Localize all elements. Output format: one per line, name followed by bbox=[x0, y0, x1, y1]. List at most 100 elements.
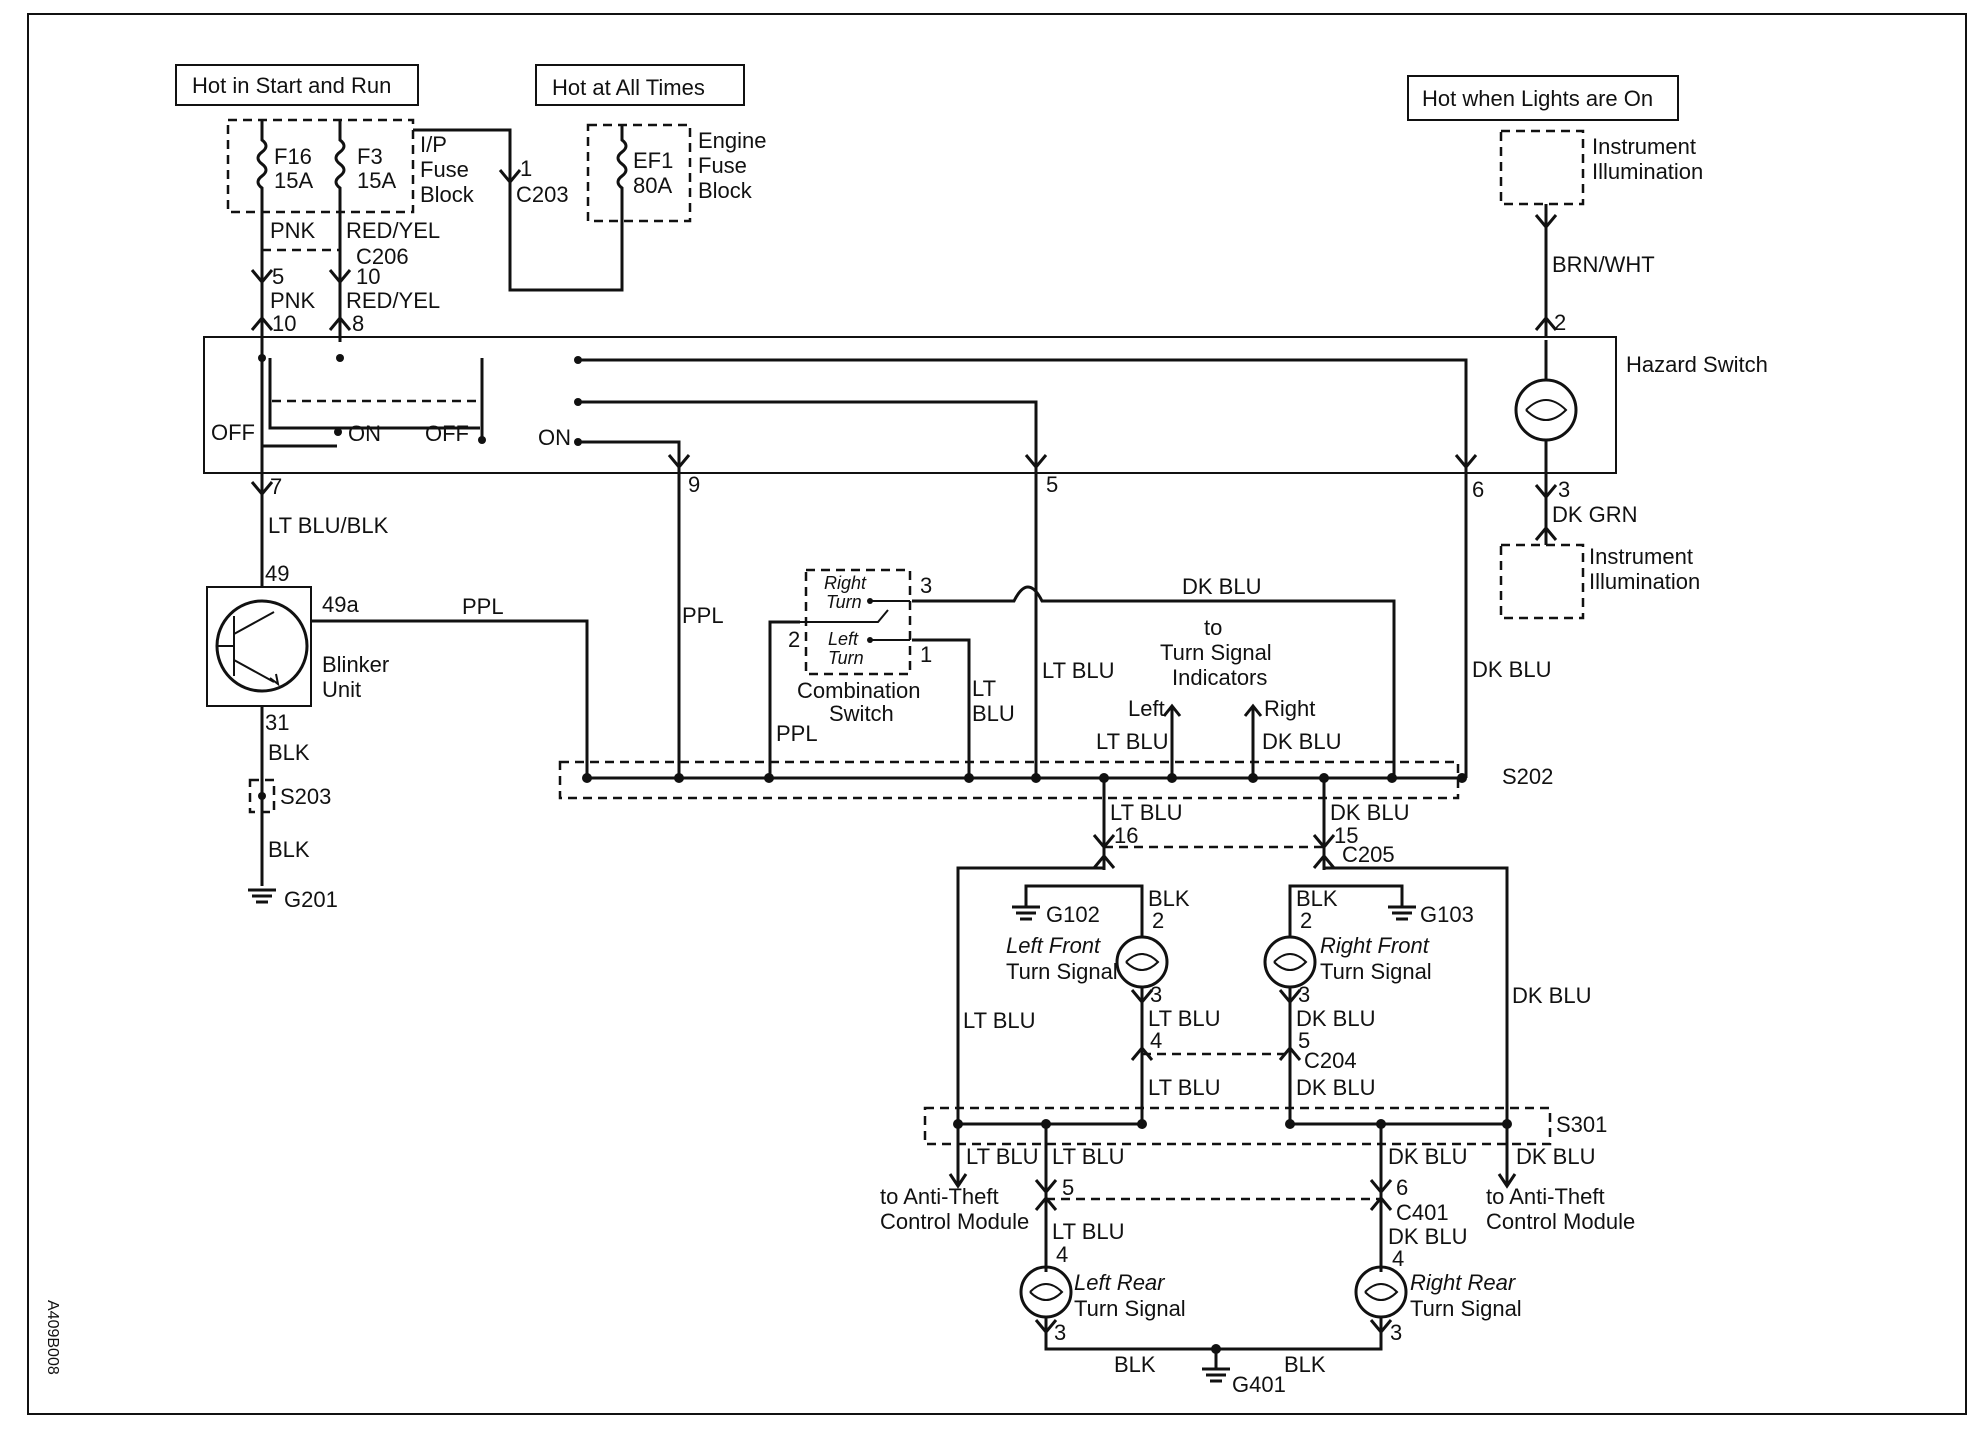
diagram-frame bbox=[27, 13, 1967, 1415]
svg-text:OFF: OFF bbox=[211, 420, 255, 445]
svg-text:6: 6 bbox=[1396, 1175, 1408, 1200]
c401-label: C401 bbox=[1396, 1200, 1449, 1225]
svg-text:2: 2 bbox=[788, 627, 800, 652]
svg-text:9: 9 bbox=[688, 472, 700, 497]
lt-blu-left-wire bbox=[912, 638, 971, 778]
svg-text:Indicators: Indicators bbox=[1172, 665, 1267, 690]
s202-label: S202 bbox=[1502, 764, 1553, 789]
svg-text:Fuse: Fuse bbox=[420, 157, 469, 182]
svg-text:15A: 15A bbox=[274, 168, 313, 193]
svg-text:80A: 80A bbox=[633, 173, 672, 198]
svg-text:BLU: BLU bbox=[972, 701, 1015, 726]
instrument-illumination-bottom: 3 DK GRN Instrument Illumination bbox=[1499, 473, 1700, 620]
anti-theft-right-label: to Anti-Theft bbox=[1486, 1184, 1605, 1209]
c204-label: C204 bbox=[1304, 1048, 1357, 1073]
svg-text:LT BLU: LT BLU bbox=[1148, 1006, 1221, 1031]
svg-text:5: 5 bbox=[1298, 1028, 1310, 1053]
svg-text:3: 3 bbox=[920, 573, 932, 598]
s301-splice bbox=[923, 1106, 1552, 1146]
svg-text:DK BLU: DK BLU bbox=[1516, 1144, 1595, 1169]
svg-text:31: 31 bbox=[265, 710, 289, 735]
svg-text:3: 3 bbox=[1390, 1320, 1402, 1345]
svg-text:5: 5 bbox=[1046, 472, 1058, 497]
svg-text:2: 2 bbox=[1152, 908, 1164, 933]
svg-text:Right: Right bbox=[824, 573, 867, 593]
ground-g201: G201 bbox=[248, 887, 338, 912]
svg-text:4: 4 bbox=[1056, 1242, 1068, 1267]
svg-text:LT BLU/BLK: LT BLU/BLK bbox=[268, 513, 389, 538]
fuse-ef1-symbol bbox=[508, 125, 628, 292]
blinker-unit: Blinker Unit bbox=[206, 586, 389, 707]
svg-text:OFF: OFF bbox=[425, 421, 469, 446]
svg-text:5: 5 bbox=[272, 264, 284, 289]
hot-all-times-label: Hot at All Times bbox=[535, 64, 745, 106]
c205-label: C205 bbox=[1342, 842, 1395, 867]
s203-label: S203 bbox=[280, 784, 331, 809]
fuse-ef1-label: EF1 bbox=[633, 148, 673, 173]
svg-text:Switch: Switch bbox=[829, 701, 894, 726]
svg-text:Combination: Combination bbox=[797, 678, 921, 703]
svg-text:PPL: PPL bbox=[776, 721, 818, 746]
svg-text:Right Rear: Right Rear bbox=[1410, 1270, 1517, 1295]
svg-text:Turn Signal: Turn Signal bbox=[1410, 1296, 1522, 1321]
svg-text:3: 3 bbox=[1558, 477, 1570, 502]
hazard-switch-label: Hazard Switch bbox=[1626, 352, 1768, 377]
svg-text:BLK: BLK bbox=[1296, 886, 1338, 911]
svg-text:49a: 49a bbox=[322, 592, 359, 617]
svg-text:LT BLU: LT BLU bbox=[1052, 1219, 1125, 1244]
svg-text:3: 3 bbox=[1150, 982, 1162, 1007]
svg-text:Left: Left bbox=[828, 629, 859, 649]
svg-text:Illumination: Illumination bbox=[1592, 159, 1703, 184]
fuse-f16-symbol bbox=[256, 120, 268, 212]
svg-text:DK BLU: DK BLU bbox=[1330, 800, 1409, 825]
svg-text:Block: Block bbox=[698, 178, 753, 203]
svg-text:7: 7 bbox=[270, 474, 282, 499]
svg-text:G102: G102 bbox=[1046, 902, 1100, 927]
svg-text:DK BLU: DK BLU bbox=[1388, 1224, 1467, 1249]
combination-switch: Right Turn Left Turn 2 3 1 Combination S… bbox=[788, 568, 932, 726]
fuse-f3-label: F3 bbox=[357, 144, 383, 169]
svg-text:Control Module: Control Module bbox=[1486, 1209, 1635, 1234]
svg-text:PNK: PNK bbox=[270, 218, 316, 243]
anti-theft-left-label: to Anti-Theft bbox=[880, 1184, 999, 1209]
hazard-indicator-lamp bbox=[1514, 340, 1578, 473]
svg-text:3: 3 bbox=[1298, 982, 1310, 1007]
svg-text:8: 8 bbox=[352, 311, 364, 336]
svg-text:Turn Signal: Turn Signal bbox=[1074, 1296, 1186, 1321]
svg-text:BRN/WHT: BRN/WHT bbox=[1552, 252, 1655, 277]
svg-text:4: 4 bbox=[1150, 1028, 1162, 1053]
engine-fuse-block: EF1 80A Engine Fuse Block bbox=[508, 123, 767, 292]
svg-text:ON: ON bbox=[348, 421, 381, 446]
svg-text:Hot at All Times: Hot at All Times bbox=[552, 75, 705, 100]
svg-text:BLK: BLK bbox=[268, 837, 310, 862]
ip-fuse-block: F16 15A F3 15A I/P Fuse Block bbox=[226, 118, 475, 214]
svg-text:Hot in Start and Run: Hot in Start and Run bbox=[192, 73, 391, 98]
svg-text:ON: ON bbox=[538, 425, 571, 450]
svg-text:4: 4 bbox=[1392, 1246, 1404, 1271]
svg-text:RED/YEL: RED/YEL bbox=[346, 288, 440, 313]
svg-text:LT BLU: LT BLU bbox=[1096, 729, 1169, 754]
svg-text:Block: Block bbox=[420, 182, 475, 207]
hazard-switch-contacts: OFF ON OFF ON bbox=[211, 342, 1478, 472]
svg-text:1: 1 bbox=[920, 642, 932, 667]
svg-text:Engine: Engine bbox=[698, 128, 767, 153]
svg-text:DK BLU: DK BLU bbox=[1262, 729, 1341, 754]
svg-text:Right: Right bbox=[1264, 696, 1315, 721]
svg-text:LT BLU: LT BLU bbox=[963, 1008, 1036, 1033]
svg-text:Turn Signal: Turn Signal bbox=[1006, 959, 1118, 984]
svg-text:DK BLU: DK BLU bbox=[1182, 574, 1261, 599]
svg-text:Right Front: Right Front bbox=[1320, 933, 1430, 958]
hazard-switch-box bbox=[203, 336, 1617, 474]
svg-text:DK BLU: DK BLU bbox=[1472, 657, 1551, 682]
indicators-label: to bbox=[1204, 615, 1222, 640]
s301-label: S301 bbox=[1556, 1112, 1607, 1137]
svg-text:G103: G103 bbox=[1420, 902, 1474, 927]
c203-wire bbox=[413, 128, 512, 182]
svg-text:PNK: PNK bbox=[270, 288, 316, 313]
svg-text:1: 1 bbox=[520, 156, 532, 181]
svg-text:LT BLU: LT BLU bbox=[1052, 1144, 1125, 1169]
svg-text:LT BLU: LT BLU bbox=[1042, 658, 1115, 683]
svg-text:10: 10 bbox=[272, 311, 296, 336]
svg-text:LT BLU: LT BLU bbox=[1148, 1075, 1221, 1100]
svg-text:DK BLU: DK BLU bbox=[1296, 1006, 1375, 1031]
